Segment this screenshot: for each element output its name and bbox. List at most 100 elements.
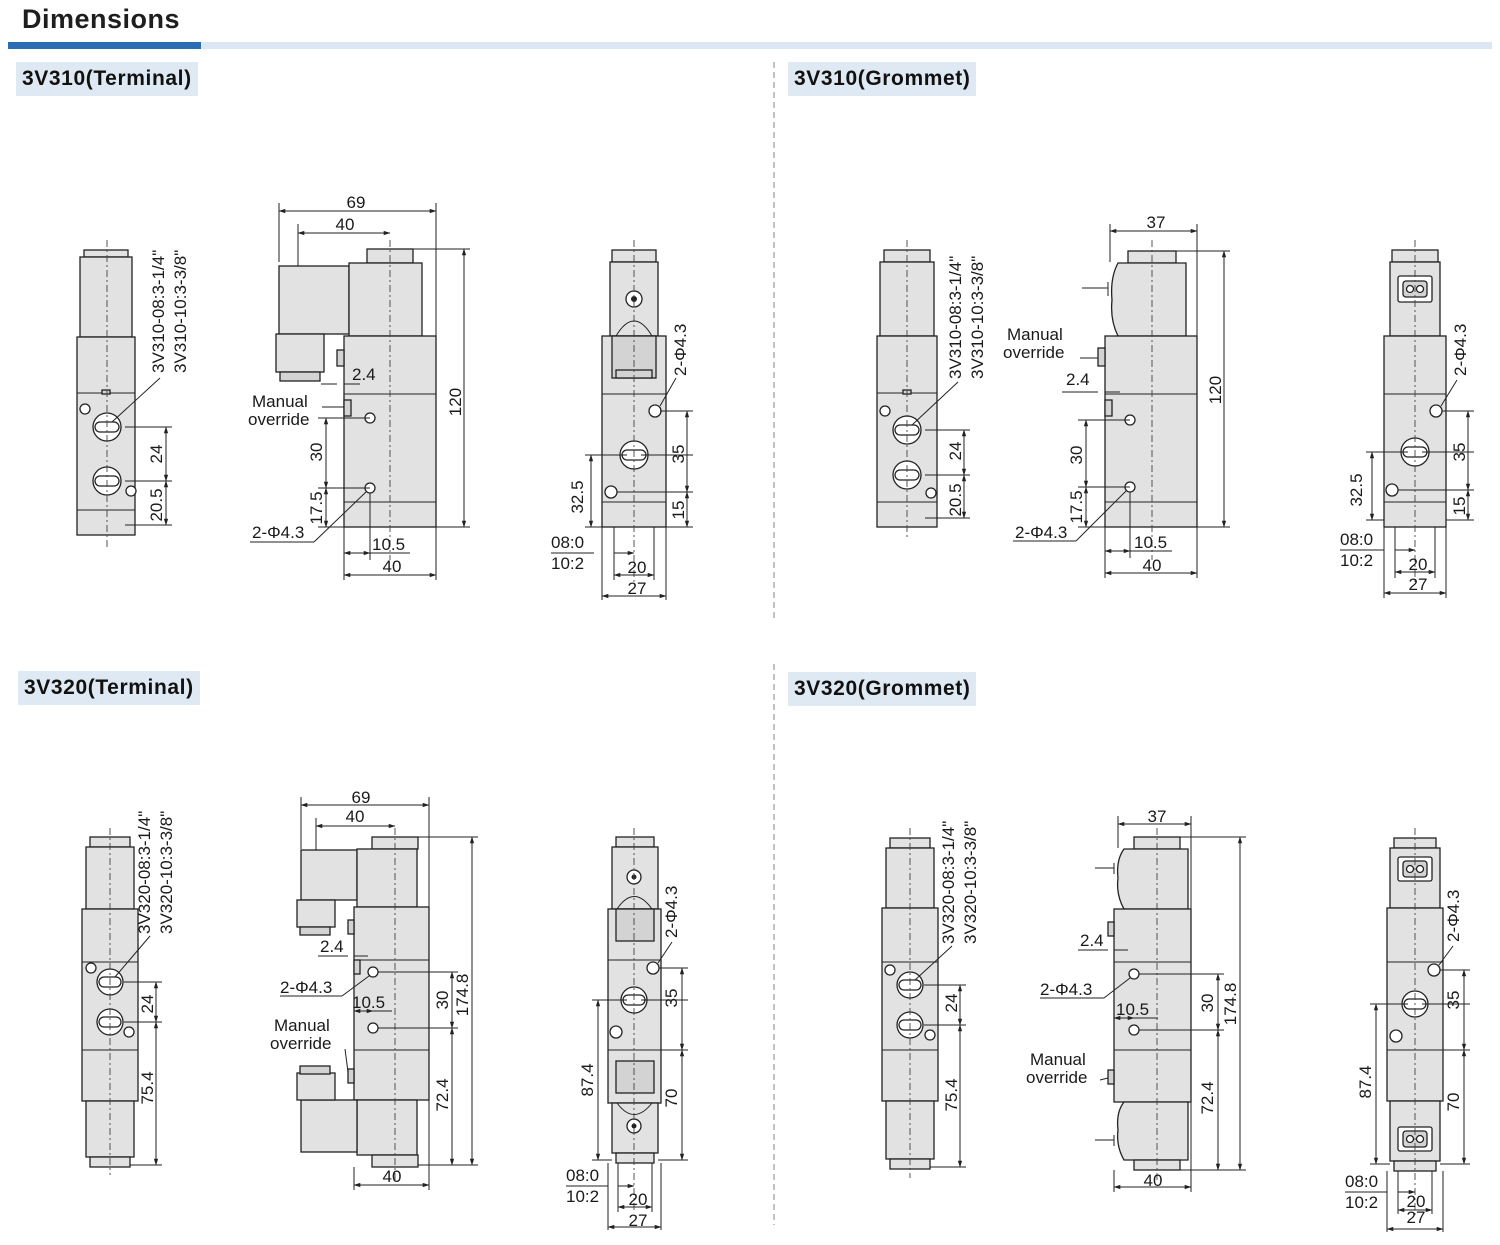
dim-24-a: 24 [147, 445, 166, 464]
dim-72-4-b: 72.4 [1198, 1081, 1217, 1114]
dim-2-4-c: 2.4 [320, 937, 344, 956]
dim-30-c: 30 [433, 991, 452, 1010]
dim-35-b: 35 [1450, 443, 1469, 462]
dim-72-4-a: 72.4 [433, 1078, 452, 1111]
model-3v320-10-b: 3V320-10:3-3/8" [961, 821, 980, 944]
dim-120-a: 120 [446, 388, 465, 416]
drawing-3v310-terminal-front: 69 40 120 30 17.5 2.4 Manual override 2-… [248, 193, 470, 580]
dim-10-5-d: 10.5 [1116, 1000, 1149, 1019]
dim-32-5-b: 32.5 [1347, 473, 1366, 506]
model-3v310-08: 3V310-08:3-1/4" [149, 250, 168, 373]
dim-27-a: 27 [628, 579, 647, 598]
dim-40-e: 40 [383, 1167, 402, 1186]
dim-27-b: 27 [1409, 575, 1428, 594]
dim-40-a: 40 [336, 215, 355, 234]
dim-24-b: 24 [946, 442, 965, 461]
port-08-c: 08:0 [566, 1166, 599, 1185]
section-label-3v310-terminal: 3V310(Terminal) [16, 62, 198, 96]
dim-40-f: 40 [1144, 1171, 1163, 1190]
dim-40-c: 40 [1143, 556, 1162, 575]
drawing-3v320-terminal-end: 35 70 2-Φ4.3 87.4 08:0 10:2 20 27 [566, 828, 688, 1230]
dim-24-d: 24 [942, 994, 961, 1013]
model-3v310-10: 3V310-10:3-3/8" [171, 250, 190, 373]
drawing-3v310-grommet-side: 24 20.5 3V310-08:3-1/4" 3V310-10:3-3/8" [876, 240, 987, 540]
dim-174-8-b: 174.8 [1221, 983, 1240, 1026]
override-label-a: override [248, 410, 309, 429]
dim-35-d: 35 [1444, 991, 1463, 1010]
dim-30-b: 30 [1067, 446, 1086, 465]
hole-label-c: 2-Φ4.3 [1015, 523, 1067, 542]
dim-174-8-a: 174.8 [453, 974, 472, 1017]
hole-label-d: 2-Φ4.3 [1451, 324, 1470, 376]
dim-10-5-c: 10.5 [352, 993, 385, 1012]
title-underline [8, 42, 1492, 49]
dim-17-5-b: 17.5 [1067, 490, 1086, 523]
model-3v320-10: 3V320-10:3-3/8" [157, 811, 176, 934]
dim-20-d: 20 [1407, 1192, 1426, 1211]
drawing-3v320-grommet-front: 37 174.8 30 72.4 2.4 2-Φ4.3 10.5 Manual … [1026, 807, 1246, 1192]
dim-20-5-a: 20.5 [147, 488, 166, 521]
dim-37-a: 37 [1147, 213, 1166, 232]
dim-120-b: 120 [1206, 376, 1225, 404]
dim-32-5-a: 32.5 [568, 480, 587, 513]
dim-24-c: 24 [138, 995, 157, 1014]
dim-15-b: 15 [1450, 497, 1469, 516]
dim-2-4-a: 2.4 [352, 365, 376, 384]
model-3v320-08: 3V320-08:3-1/4" [135, 811, 154, 934]
port-10-d: 10:2 [1345, 1193, 1378, 1212]
override-label-d: override [1026, 1068, 1087, 1087]
port-10-b: 10:2 [1340, 551, 1373, 570]
drawing-3v320-grommet-side: 24 75.4 3V320-08:3-1/4" 3V320-10:3-3/8" [881, 821, 980, 1178]
drawing-3v310-grommet-end: 35 15 2-Φ4.3 32.5 08:0 10:2 20 27 [1340, 240, 1474, 598]
dim-2-4-b: 2.4 [1066, 370, 1090, 389]
hole-label-h: 2-Φ4.3 [1444, 890, 1463, 942]
dim-69-b: 69 [352, 788, 371, 807]
manual-label-b: Manual [1007, 325, 1063, 344]
title-underline-accent [8, 42, 201, 49]
port-08-d: 08:0 [1345, 1172, 1378, 1191]
dim-70-b: 70 [1444, 1093, 1463, 1112]
dim-20-5-b: 20.5 [946, 483, 965, 516]
dim-20-a: 20 [628, 558, 647, 577]
dim-20-b: 20 [1409, 555, 1428, 574]
dim-27-d: 27 [1407, 1208, 1426, 1227]
dim-35-a: 35 [669, 445, 688, 464]
hole-label-b: 2-Φ4.3 [671, 324, 690, 376]
dim-35-c: 35 [662, 989, 681, 1008]
hole-label-e: 2-Φ4.3 [280, 978, 332, 997]
drawing-3v310-grommet-front: 37 120 Manual override 2.4 30 17.5 2-Φ4.… [1003, 213, 1230, 578]
manual-label-a: Manual [252, 392, 308, 411]
drawing-3v320-grommet-end: 35 70 2-Φ4.3 87.4 08:0 10:2 20 27 [1345, 828, 1470, 1232]
model-3v320-08-b: 3V320-08:3-1/4" [939, 821, 958, 944]
section-label-3v310-grommet: 3V310(Grommet) [788, 62, 977, 96]
override-label-c: override [270, 1034, 331, 1053]
dim-10-5-b: 10.5 [1134, 533, 1167, 552]
dim-17-5-a: 17.5 [307, 491, 326, 524]
dim-87-4-b: 87.4 [1356, 1065, 1375, 1098]
port-08-a: 08:0 [551, 533, 584, 552]
drawing-3v310-terminal-end: 35 15 2-Φ4.3 32.5 08:0 10:2 20 27 [551, 240, 693, 600]
hole-label-a: 2-Φ4.3 [252, 523, 304, 542]
port-10-a: 10:2 [551, 554, 584, 573]
port-08-b: 08:0 [1340, 530, 1373, 549]
dim-10-5-a: 10.5 [372, 535, 405, 554]
dim-30-a: 30 [307, 443, 326, 462]
dim-37-b: 37 [1148, 807, 1167, 826]
drawing-3v320-terminal-front: 69 40 174.8 30 72.4 2.4 2-Φ4.3 10.5 Manu… [270, 788, 478, 1190]
manual-label-c: Manual [274, 1016, 330, 1035]
dim-70-a: 70 [662, 1089, 681, 1108]
override-label-b: override [1003, 343, 1064, 362]
drawing-3v320-terminal-side: 24 75.4 3V320-08:3-1/4" 3V320-10:3-3/8" [81, 811, 176, 1175]
drawing-3v310-terminal-side: 24 20.5 3V310-08:3-1/4" 3V310-10:3-3/8" [76, 240, 190, 548]
page-title: Dimensions [22, 4, 181, 34]
dim-27-c: 27 [629, 1211, 648, 1230]
hole-label-g: 2-Φ4.3 [1040, 980, 1092, 999]
dim-30-d: 30 [1198, 994, 1217, 1013]
hole-label-f: 2-Φ4.3 [662, 886, 681, 938]
model-3v310-10-b: 3V310-10:3-3/8" [968, 256, 987, 379]
dim-75-4-b: 75.4 [942, 1078, 961, 1111]
dim-15-a: 15 [669, 501, 688, 520]
manual-label-d: Manual [1030, 1050, 1086, 1069]
dim-40-d: 40 [346, 807, 365, 826]
